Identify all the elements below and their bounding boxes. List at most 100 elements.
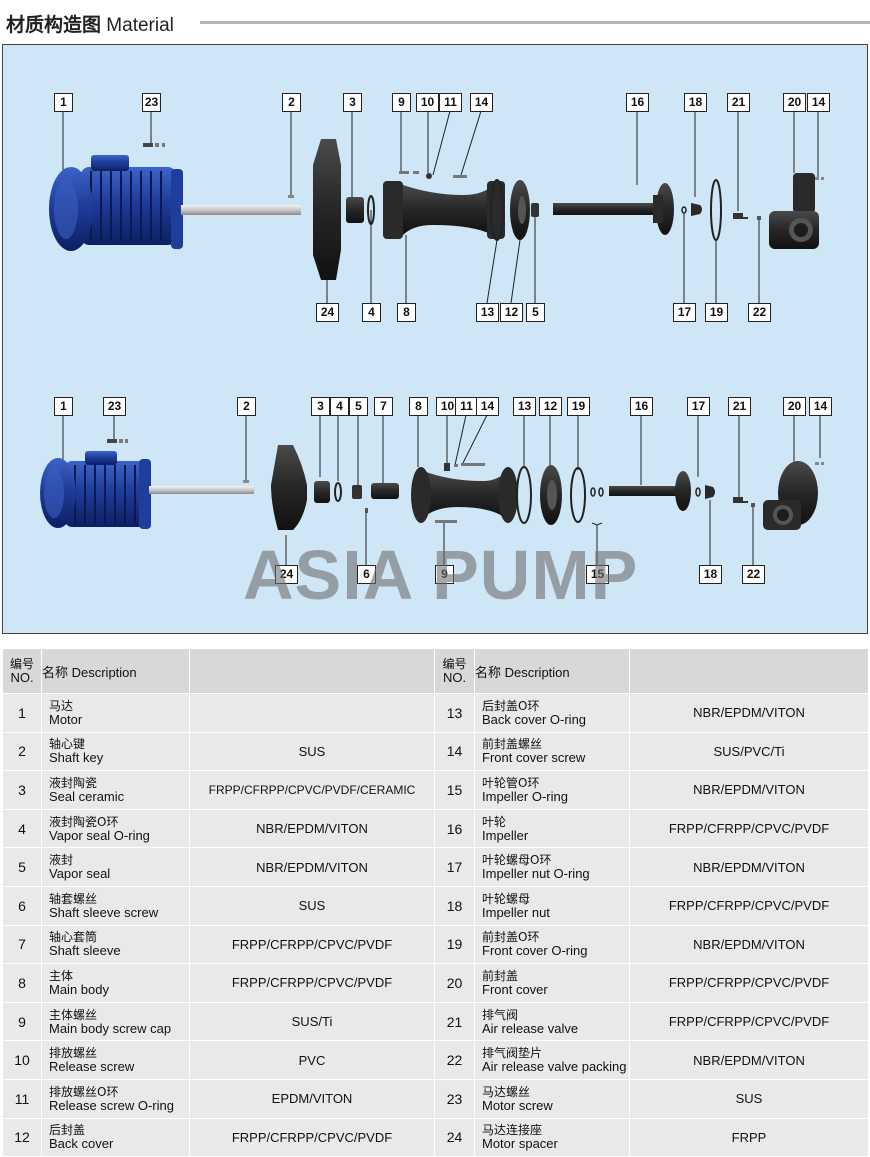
part-name-cn: 轴心套筒: [49, 930, 98, 945]
parts-material-table: 编号 NO. 名称 Description 编号 NO. 名称 Descript…: [2, 648, 869, 1157]
part-name-en: Air release valve packing: [482, 1059, 627, 1075]
callout-bottom-motor-spacer: 24: [275, 565, 298, 584]
part-number: 8: [2, 963, 42, 1003]
part-name-en: Main body screw cap: [49, 1020, 172, 1036]
section-header: 材质构造图 Material: [0, 0, 870, 44]
part-material: FRPP/CFRPP/CPVC/PVDF: [189, 963, 435, 1003]
part-material: EPDM/VITON: [189, 1078, 435, 1119]
brand-watermark: ASIA PUMP: [243, 536, 639, 614]
part-name-cn: 叶轮螺母: [482, 891, 531, 906]
part-name-en: Front cover screw: [482, 750, 586, 766]
part-name-cn: 马达螺丝: [482, 1084, 531, 1099]
callout-bottom-shaft-key: 2: [237, 397, 256, 416]
part-material: NBR/EPDM/VITON: [189, 847, 435, 887]
callout-bottom-front-cover-oring: 19: [567, 397, 590, 416]
part-name-en: Motor: [49, 711, 83, 727]
part-number: 6: [2, 885, 42, 926]
part-material: NBR/EPDM/VITON: [629, 847, 869, 887]
part-number: 12: [2, 1117, 42, 1157]
part-number: 15: [434, 770, 475, 810]
part-number: 16: [434, 808, 475, 849]
part-name-cn: 液封陶瓷O环: [49, 814, 119, 829]
back-cover-oring-bottom: [516, 466, 532, 524]
part-name-en: Shaft sleeve screw: [49, 904, 159, 920]
impeller-nut-oring-top: [681, 206, 687, 214]
callout-top-impeller-nut: 18: [684, 93, 707, 112]
callout-top-main-body: 8: [397, 303, 416, 322]
part-number: 24: [434, 1117, 475, 1157]
part-material: FRPP/CFRPP/CPVC/PVDF/CERAMIC: [189, 770, 435, 810]
callout-bottom-back-cover: 12: [539, 397, 562, 416]
part-number: 17: [434, 847, 475, 887]
part-material: FRPP/CFRPP/CPVC/PVDF: [629, 808, 869, 849]
part-name-cn: 主体螺丝: [49, 1007, 98, 1022]
part-name-en: Motor spacer: [482, 1136, 558, 1152]
part-number: 5: [2, 847, 42, 887]
part-material: FRPP: [629, 1117, 869, 1157]
front-cover-oring-bottom: [570, 467, 586, 523]
main-body-top: [385, 185, 503, 235]
part-material: PVC: [189, 1040, 435, 1080]
part-name-en: Front cover: [482, 981, 548, 997]
front-cover-screws-bottom: [815, 462, 824, 465]
part-material: FRPP/CFRPP/CPVC/PVDF: [189, 924, 435, 965]
part-name-cn: 叶轮: [482, 814, 507, 829]
header-desc-left: 名称 Description: [41, 648, 190, 694]
callout-bottom-seal-ceramic: 3: [311, 397, 330, 416]
callout-top-motor-screw: 23: [142, 93, 161, 112]
callout-top-body-screw: 9: [392, 93, 411, 112]
part-material: NBR/EPDM/VITON: [629, 770, 869, 810]
part-name-en: Impeller nut: [482, 904, 550, 920]
front-cover-top: [769, 173, 819, 249]
part-name-cn: 叶轮螺母O环: [482, 853, 552, 868]
shaft-sleeve-screw: [365, 508, 368, 513]
front-cover-bottom: [763, 461, 818, 530]
part-name-en: Shaft sleeve: [49, 943, 121, 959]
vapor-seal-oring-bottom: [334, 482, 342, 502]
impeller-bottom: [609, 471, 691, 511]
part-material: NBR/EPDM/VITON: [629, 1040, 869, 1080]
part-name-en: Release screw: [49, 1059, 135, 1075]
part-number: 4: [2, 808, 42, 849]
part-name-cn: 液封陶瓷: [49, 775, 98, 790]
part-name-en: Impeller O-ring: [482, 788, 568, 804]
part-material: [189, 693, 435, 733]
body-screws-bottom: [435, 463, 485, 523]
part-number: 2: [2, 731, 42, 772]
shaft-key-bottom: [243, 480, 249, 483]
part-name-cn: 前封盖: [482, 968, 519, 983]
part-name-en: Main body: [49, 981, 109, 997]
front-cover-screws-top: [815, 177, 824, 180]
callout-bottom-front-cover-screw: 14: [476, 397, 499, 416]
callout-top-front-cover: 20: [783, 93, 806, 112]
callout-top-back-cover: 12: [500, 303, 523, 322]
part-name-en: Front cover O-ring: [482, 943, 588, 959]
part-name-en: Air release valve: [482, 1020, 579, 1036]
part-number: 1: [2, 693, 42, 733]
motor-spacer-bottom: [271, 445, 307, 530]
callout-bottom-release-oring: 11: [455, 397, 478, 416]
part-name-en: Impeller nut O-ring: [482, 866, 590, 882]
vapor-seal-bottom: [352, 485, 362, 499]
part-name-en: Shaft key: [49, 750, 104, 766]
shaft-key-top: [288, 195, 294, 198]
